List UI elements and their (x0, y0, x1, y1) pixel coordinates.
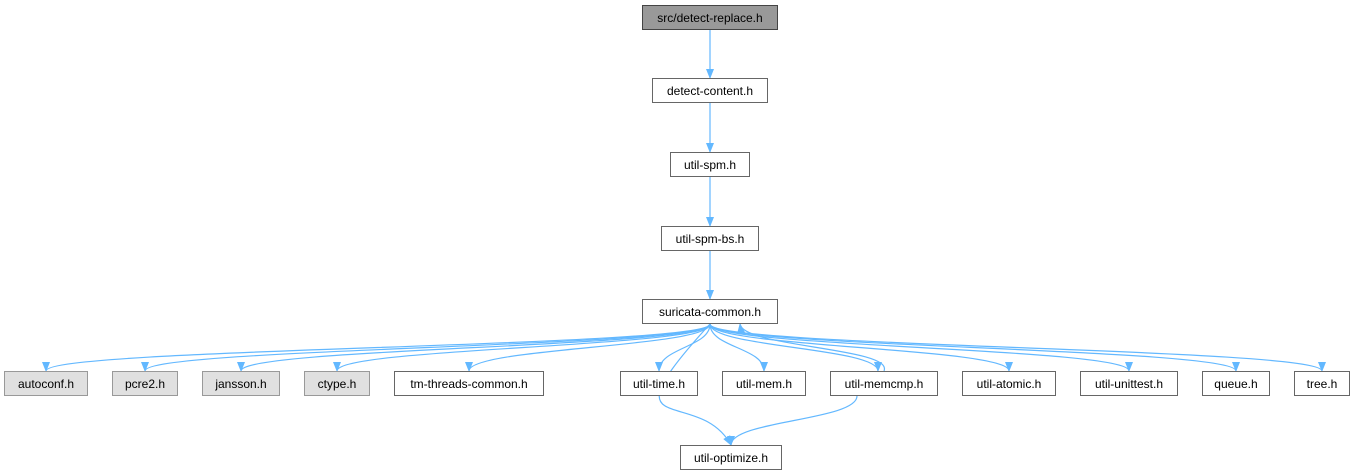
edge-suricata-common-to-util-time (655, 323, 711, 372)
edge-suricata-common-to-ctype (333, 323, 711, 372)
node-src-detect-replace-h: src/detect-replace.h (642, 5, 778, 30)
node-util-unittest-h[interactable]: util-unittest.h (1080, 371, 1178, 396)
node-queue-h[interactable]: queue.h (1202, 371, 1270, 396)
node-ctype-h: ctype.h (304, 371, 370, 396)
edge-suricata-common-to-jansson (237, 323, 711, 372)
node-jansson-h: jansson.h (202, 371, 280, 396)
edge-suricata-common-to-util-optimize (658, 323, 732, 446)
edge-suricata-common-to-tree (709, 323, 1326, 372)
edge-suricata-common-to-queue (709, 323, 1240, 372)
node-autoconf-h: autoconf.h (4, 371, 88, 396)
node-util-mem-h[interactable]: util-mem.h (722, 371, 806, 396)
edge-suricata-common-to-util-memcmp (709, 323, 882, 372)
edge-util-memcmp-to-suricata-common (737, 323, 885, 372)
edge-suricata-common-to-tm-threads-common (465, 323, 711, 372)
node-tree-h[interactable]: tree.h (1294, 371, 1350, 396)
edge-suricata-common-to-util-unittest (709, 323, 1133, 372)
node-detect-content-h[interactable]: detect-content.h (652, 78, 768, 103)
node-tm-threads-common-h[interactable]: tm-threads-common.h (394, 371, 544, 396)
node-suricata-common-h[interactable]: suricata-common.h (642, 299, 778, 324)
edge-suricata-common-to-util-mem (709, 323, 768, 372)
node-util-memcmp-h[interactable]: util-memcmp.h (830, 371, 938, 396)
node-util-spm-h[interactable]: util-spm.h (670, 152, 750, 177)
node-util-optimize-h[interactable]: util-optimize.h (680, 445, 782, 470)
node-util-time-h[interactable]: util-time.h (620, 371, 698, 396)
node-pcre2-h: pcre2.h (112, 371, 178, 396)
edge-suricata-common-to-autoconf (42, 323, 711, 372)
edge-suricata-common-to-util-atomic (709, 323, 1013, 372)
edge-util-memcmp-to-util-optimize (727, 395, 858, 446)
edge-suricata-common-to-pcre2 (141, 323, 711, 372)
node-util-spm-bs-h[interactable]: util-spm-bs.h (661, 226, 759, 251)
node-util-atomic-h[interactable]: util-atomic.h (962, 371, 1056, 396)
